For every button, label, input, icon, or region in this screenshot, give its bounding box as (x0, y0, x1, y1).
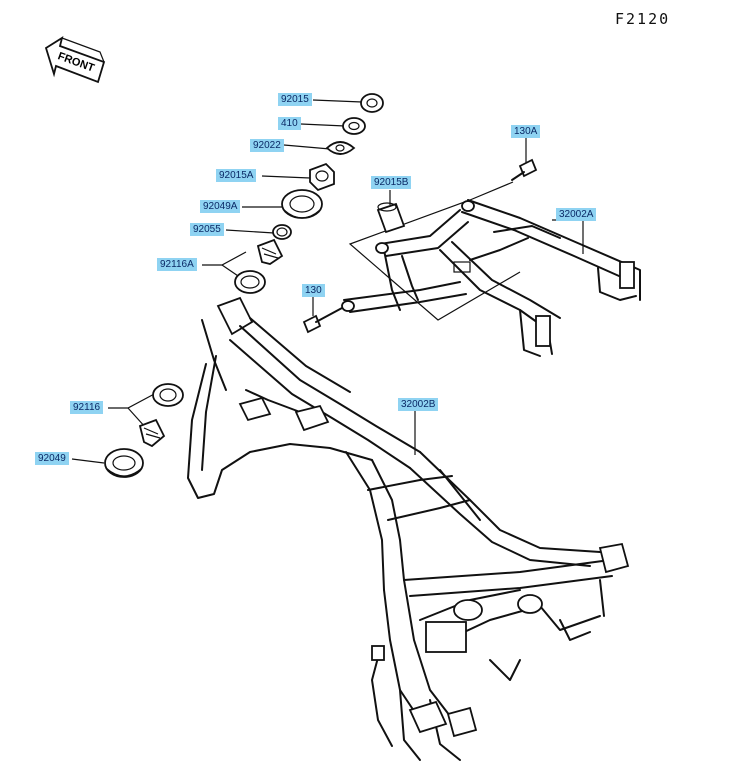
callout-92116[interactable]: 92116 (70, 401, 104, 414)
figure-id: F2120 (615, 10, 671, 28)
callout-92022[interactable]: 92022 (250, 139, 284, 152)
callout-32002a[interactable]: 32002A (556, 208, 597, 221)
callout-92049a[interactable]: 92049A (200, 200, 241, 213)
bolt-130 (302, 307, 343, 334)
callout-92015a[interactable]: 92015A (216, 169, 257, 182)
bolt-130a (511, 158, 538, 181)
callout-92015b[interactable]: 92015B (371, 176, 412, 189)
callout-92055[interactable]: 92055 (190, 223, 224, 236)
front-arrow-icon: FRONT (44, 36, 106, 84)
callout-92049[interactable]: 92049 (35, 452, 69, 465)
callout-92015[interactable]: 92015 (278, 93, 312, 106)
leader-lines (71, 99, 584, 464)
rear-subframe (341, 199, 641, 357)
callout-130[interactable]: 130 (302, 284, 325, 297)
collar-part (376, 202, 406, 234)
callout-92116a[interactable]: 92116A (157, 258, 197, 271)
callout-32002b[interactable]: 32002B (398, 398, 439, 411)
callout-130a[interactable]: 130A (511, 125, 541, 138)
callout-410[interactable]: 410 (278, 117, 301, 130)
main-frame (187, 296, 630, 761)
bearing-stack (234, 93, 384, 294)
lower-bearing-parts (104, 383, 184, 478)
